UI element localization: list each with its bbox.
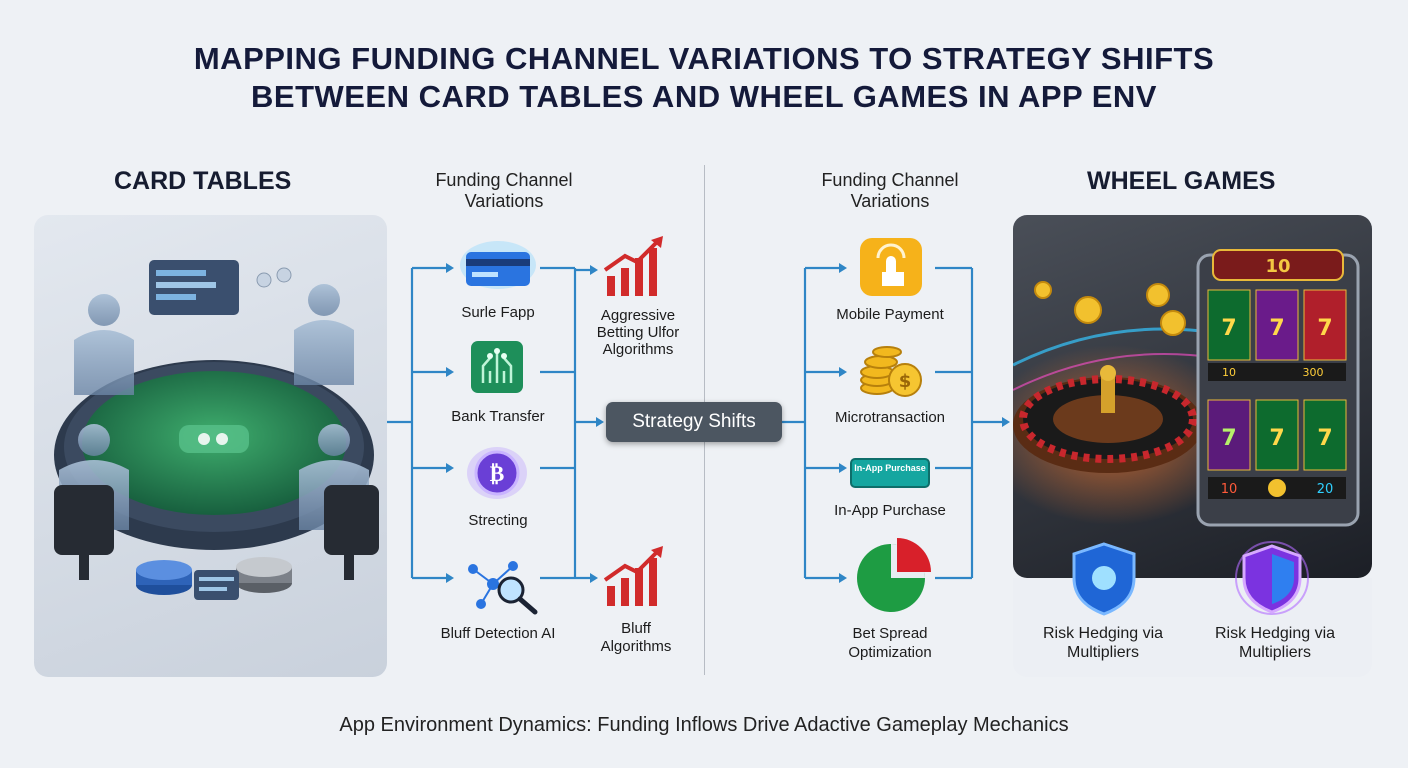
card-tables-panel — [34, 215, 387, 677]
wheel-games-panel: 10 7 7 7 7 7 7 10 300 10 20 — [1013, 215, 1372, 578]
hedging-strip — [1013, 578, 1372, 677]
footer-caption: App Environment Dynamics: Funding Inflow… — [339, 714, 1069, 736]
coin-stack-icon: $ — [860, 346, 922, 397]
hedge-label-2: Risk Hedging via Multipliers — [1214, 625, 1336, 661]
rising-chart-icon-2 — [603, 546, 663, 606]
purple-shield-icon — [1235, 541, 1309, 615]
pie-chart-icon — [857, 538, 931, 612]
credit-card-icon — [460, 241, 536, 289]
card-tables-heading: CARD TABLES — [114, 167, 292, 195]
left-outcome-label-1: Aggressive Betting Ulfor Algorithms — [596, 307, 680, 358]
network-search-icon — [468, 561, 538, 615]
svg-text:7: 7 — [1221, 316, 1236, 341]
left-channel-label-1: Surle Fapp — [461, 304, 535, 321]
title-line-2: BETWEEN CARD TABLES AND WHEEL GAMES IN A… — [251, 79, 1157, 114]
slot-label-b: 300 — [1303, 366, 1324, 379]
right-channel-label-1: Mobile Payment — [836, 306, 944, 323]
right-channel-label-2: Microtransaction — [834, 409, 946, 426]
right-channel-heading: Funding Channel Variations — [821, 170, 959, 211]
poker-table-illustration — [54, 260, 379, 600]
roulette-slot-illustration: 10 7 7 7 7 7 7 10 300 10 20 — [1013, 249, 1360, 527]
svg-text:7: 7 — [1269, 426, 1284, 451]
title-line-1: MAPPING FUNDING CHANNEL VARIATIONS TO ST… — [193, 41, 1215, 76]
rising-chart-icon — [603, 236, 663, 296]
strategy-shifts-box: Strategy Shifts — [606, 402, 782, 442]
wheel-games-heading: WHEEL GAMES — [1087, 167, 1276, 195]
left-channel-label-3: Strecting — [468, 512, 528, 529]
hedge-label-1: Risk Hedging via Multipliers — [1042, 625, 1164, 661]
tap-payment-icon — [860, 238, 922, 296]
page-title: MAPPING FUNDING CHANNEL VARIATIONS TO ST… — [0, 40, 1408, 116]
right-channel-label-4: Bet Spread Optimization — [848, 625, 932, 661]
right-channel-label-3: In-App Purchase — [834, 502, 946, 519]
in-app-purchase-icon: In-App Purchase — [850, 458, 930, 488]
svg-text:$: $ — [899, 371, 912, 392]
circuit-chip-icon — [471, 341, 523, 393]
blue-shield-icon — [1072, 542, 1136, 616]
left-channel-label-4: Bluff Detection AI — [440, 625, 556, 642]
bitcoin-coin-icon: ₿ — [467, 447, 527, 499]
left-channel-heading: Funding Channel Variations — [435, 170, 573, 211]
slot-label-c: 10 — [1221, 482, 1238, 497]
svg-text:7: 7 — [1221, 426, 1236, 451]
left-channel-label-2: Bank Transfer — [451, 408, 545, 425]
svg-text:7: 7 — [1317, 316, 1332, 341]
slot-label-d: 20 — [1317, 482, 1334, 497]
svg-text:₿: ₿ — [490, 462, 505, 487]
slot-top-label: 10 — [1265, 256, 1290, 277]
svg-text:7: 7 — [1269, 316, 1284, 341]
slot-label-a: 10 — [1222, 366, 1236, 379]
left-outcome-label-2: Bluff Algorithms — [600, 620, 672, 655]
svg-text:7: 7 — [1317, 426, 1332, 451]
